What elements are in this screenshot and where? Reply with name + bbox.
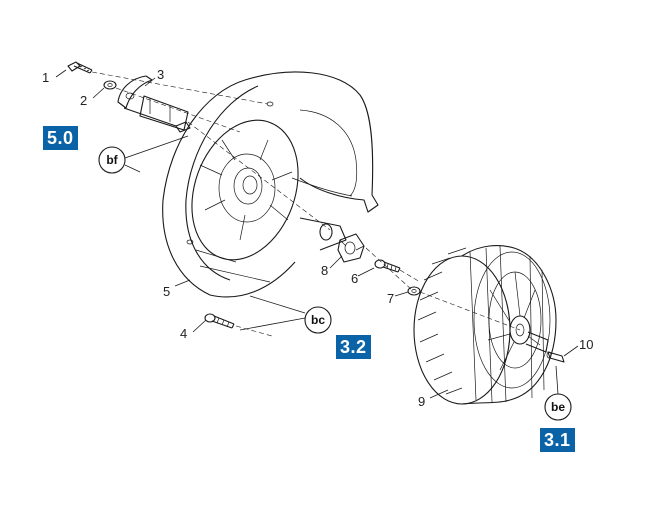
part-2-washer — [103, 80, 117, 90]
ring-marker-bc: bc — [310, 313, 325, 327]
ring-marker-be: be — [550, 400, 565, 414]
part-7-washer — [407, 286, 421, 296]
callout-6: 6 — [351, 271, 359, 286]
callout-1: 1 — [42, 70, 50, 85]
part-4-screw — [204, 313, 235, 329]
callout-7: 7 — [387, 291, 395, 306]
callout-2: 2 — [80, 93, 88, 108]
part-10-pin — [546, 351, 565, 363]
part-1-screw — [67, 61, 93, 74]
callout-5: 5 — [163, 284, 171, 299]
callout-4: 4 — [180, 326, 188, 341]
reference-badge-3-1: 3.1 — [540, 428, 575, 452]
ring-marker-shapes — [98, 146, 572, 421]
part-6-bolt — [374, 259, 401, 273]
reference-badge-3-2: 3.2 — [336, 335, 371, 359]
assembly-axis-lines — [91, 71, 521, 337]
part-8-clip — [337, 233, 365, 263]
leader-lines — [55, 69, 579, 399]
part-5-housing — [162, 71, 379, 298]
reference-badge-5-0: 5.0 — [43, 126, 78, 150]
callout-9: 9 — [418, 394, 426, 409]
callout-8: 8 — [321, 263, 329, 278]
callout-10: 10 — [579, 337, 594, 352]
part-9-wheel — [413, 245, 557, 405]
ring-marker-bf: bf — [106, 153, 118, 167]
part-3-axle-bracket — [117, 75, 191, 133]
callout-3: 3 — [157, 67, 165, 82]
